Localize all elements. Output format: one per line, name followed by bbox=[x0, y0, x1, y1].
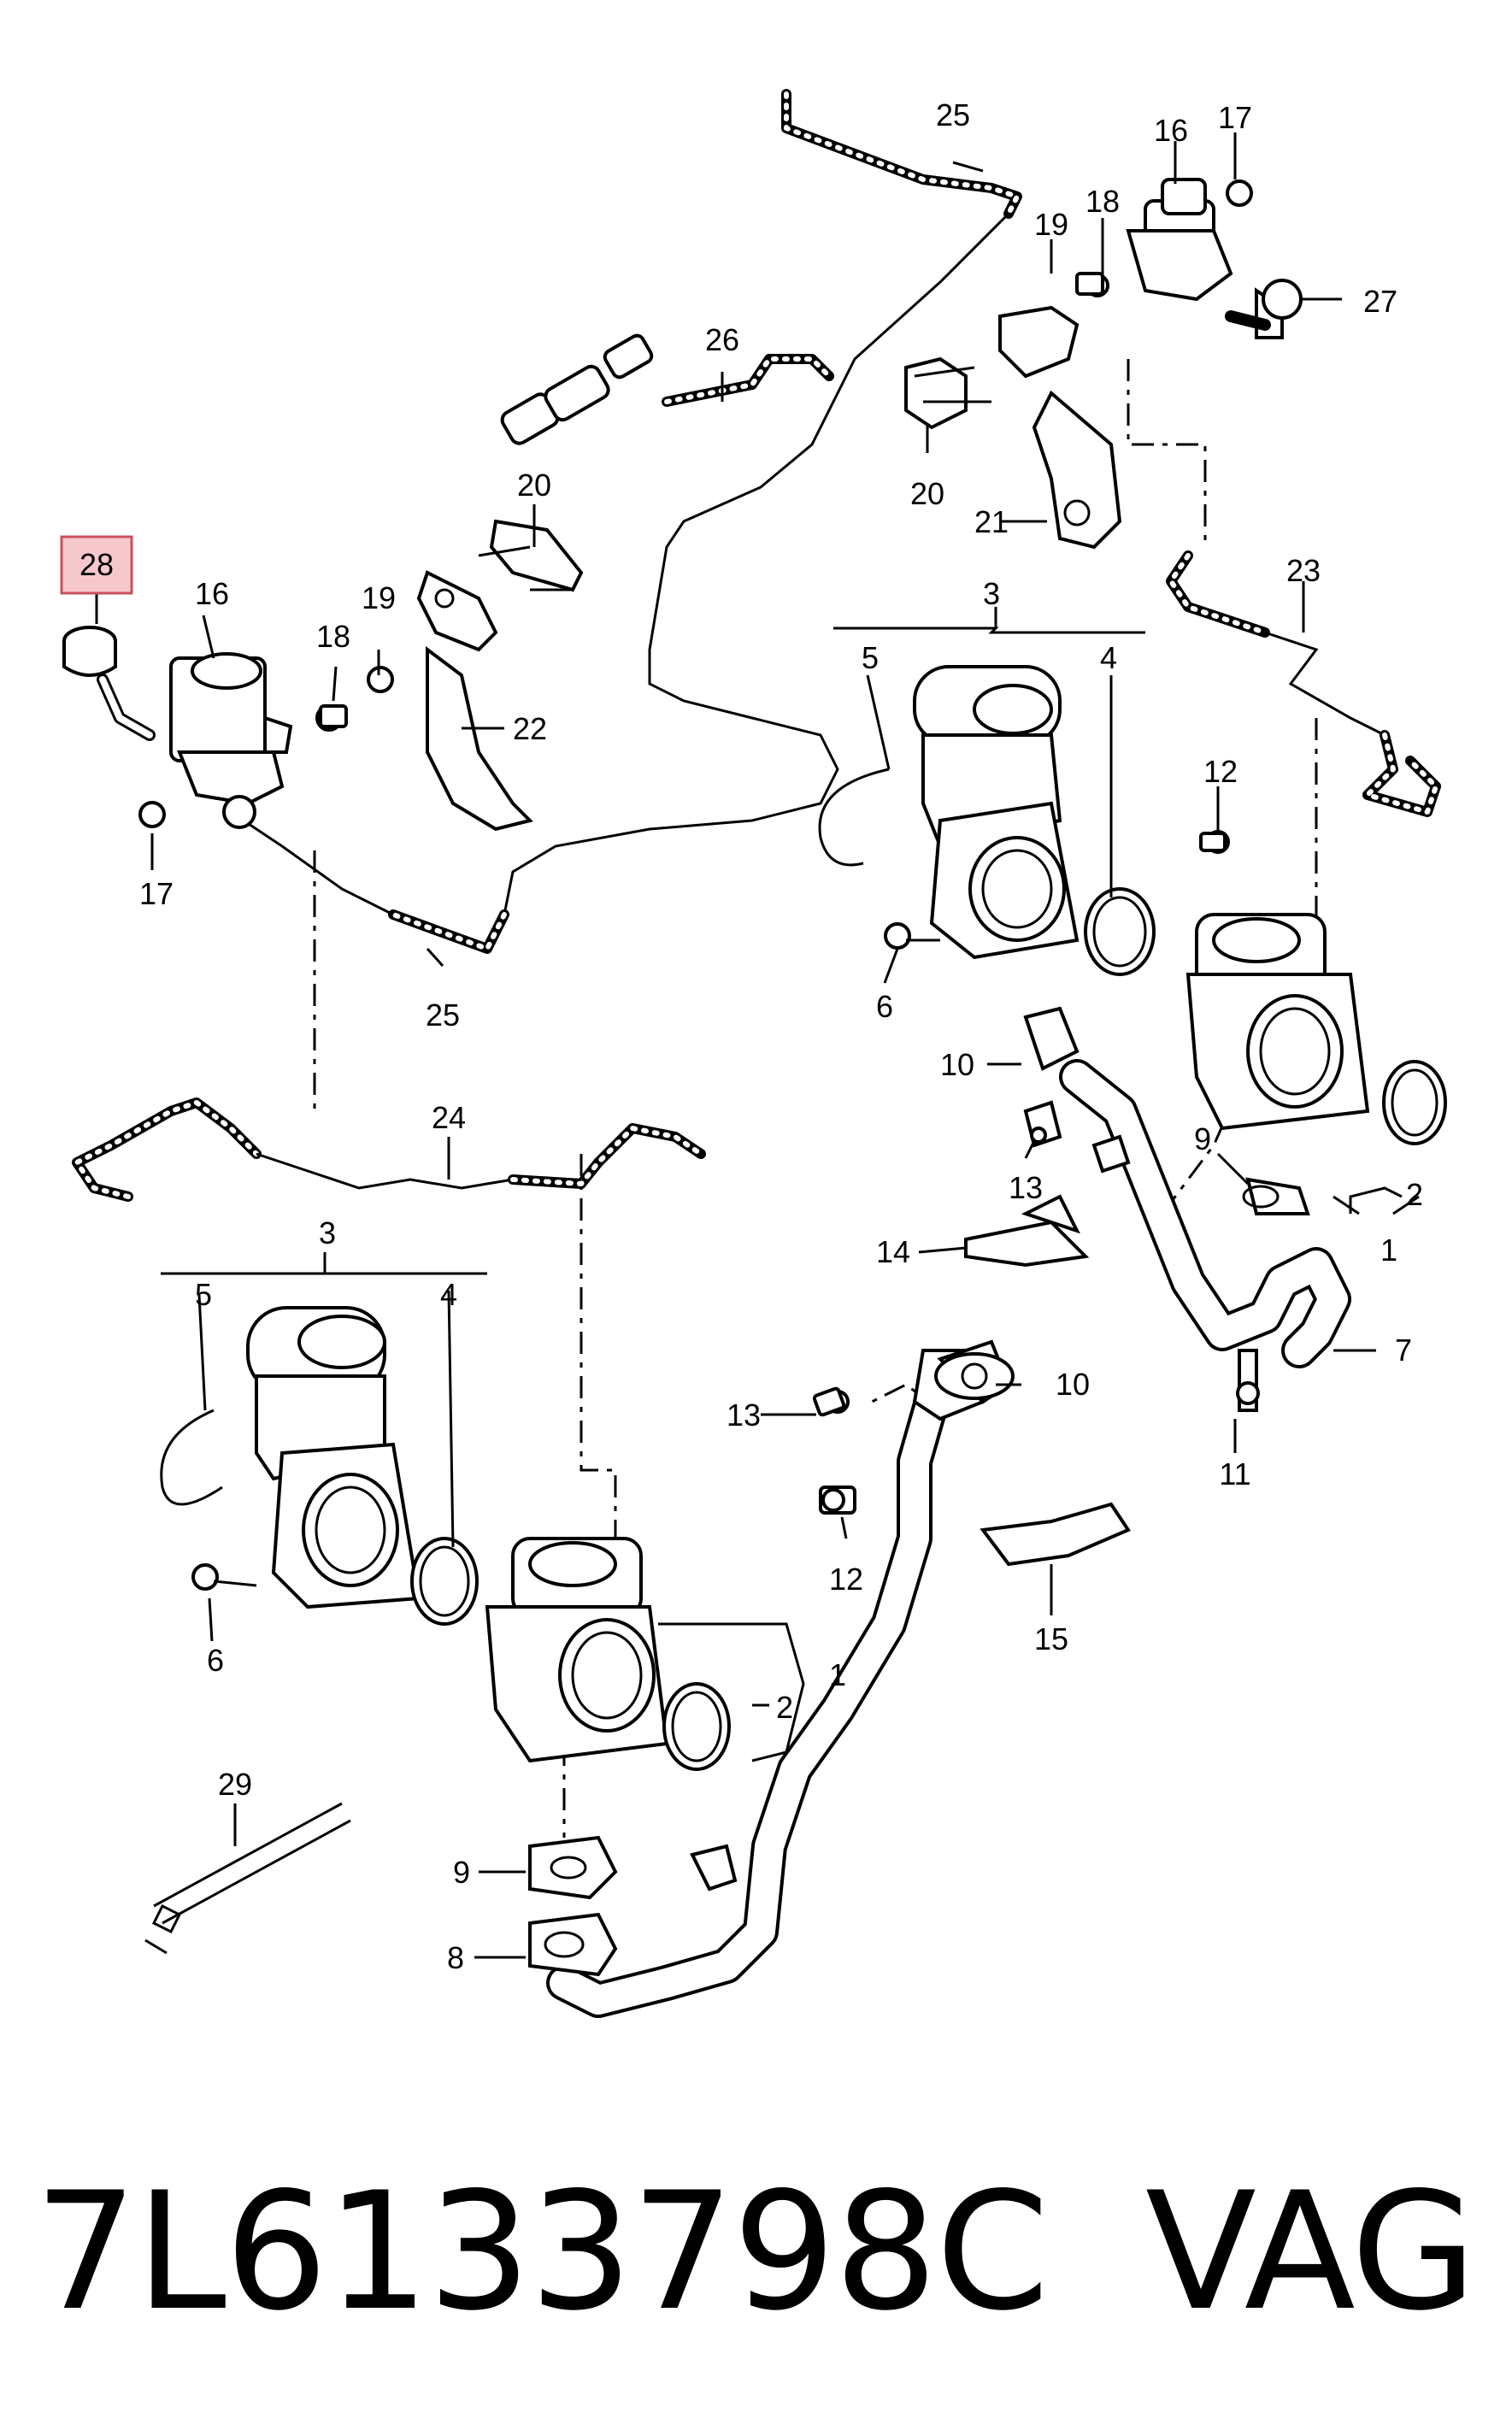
callout-2-upper[interactable]: 2 bbox=[1406, 1177, 1423, 1212]
callout-5-lower[interactable]: 5 bbox=[195, 1277, 212, 1312]
callout-19-left[interactable]: 19 bbox=[362, 580, 396, 615]
callout-22[interactable]: 22 bbox=[513, 711, 547, 746]
egr-cooler-valve-right bbox=[1185, 830, 1447, 1145]
callout-2-lower[interactable]: 2 bbox=[776, 1690, 793, 1725]
callout-6-lower[interactable]: 6 bbox=[207, 1643, 224, 1678]
cable-tie bbox=[144, 1802, 351, 1955]
vacuum-valve-upper bbox=[1075, 178, 1303, 339]
callout-14[interactable]: 14 bbox=[876, 1234, 910, 1269]
callout-25-top[interactable]: 25 bbox=[936, 97, 970, 132]
callout-9-upper[interactable]: 9 bbox=[1194, 1121, 1211, 1156]
callout-21[interactable]: 21 bbox=[974, 504, 1009, 539]
callout-28[interactable]: 28 bbox=[79, 547, 114, 582]
callout-labels: 28 25 16 17 18 19 27 26 20 21 23 16 19 1… bbox=[79, 97, 1423, 1975]
callout-1-lower[interactable]: 1 bbox=[829, 1657, 846, 1692]
callout-18-top[interactable]: 18 bbox=[1085, 184, 1120, 219]
callout-10-upper[interactable]: 10 bbox=[940, 1047, 974, 1082]
brand-name: VAG bbox=[1145, 2157, 1475, 2346]
callout-8[interactable]: 8 bbox=[447, 1940, 464, 1975]
vacuum-hoses bbox=[72, 89, 1441, 1202]
callout-11[interactable]: 11 bbox=[1219, 1456, 1250, 1491]
highlight-box bbox=[60, 535, 133, 595]
callout-16-left[interactable]: 16 bbox=[195, 576, 229, 611]
callout-4-lower[interactable]: 4 bbox=[440, 1277, 457, 1312]
callout-17-left[interactable]: 17 bbox=[139, 876, 174, 911]
egr-cooler-valve-lower bbox=[485, 1537, 731, 1771]
egr-valve-lower bbox=[160, 1306, 479, 1626]
callout-17-top[interactable]: 17 bbox=[1218, 100, 1252, 135]
callout-16-top[interactable]: 16 bbox=[1154, 113, 1188, 148]
callout-10-lower[interactable]: 10 bbox=[1056, 1367, 1090, 1402]
callout-26[interactable]: 26 bbox=[705, 322, 739, 357]
egr-pipe-upper bbox=[964, 1006, 1351, 1412]
callout-19-top[interactable]: 19 bbox=[1034, 207, 1068, 242]
callout-6-upper[interactable]: 6 bbox=[876, 989, 893, 1024]
egr-pipe-lower bbox=[528, 1339, 1131, 2018]
callout-25-bottom[interactable]: 25 bbox=[426, 997, 460, 1033]
callout-15[interactable]: 15 bbox=[1034, 1621, 1068, 1656]
callout-24[interactable]: 24 bbox=[432, 1100, 466, 1135]
callout-13-lower[interactable]: 13 bbox=[727, 1397, 761, 1433]
vacuum-valve-left bbox=[62, 626, 394, 829]
callout-4-upper[interactable]: 4 bbox=[1100, 640, 1117, 675]
egr-valve-upper bbox=[818, 665, 1156, 976]
bracket-upper bbox=[904, 305, 1122, 550]
callout-1-upper[interactable]: 1 bbox=[1380, 1233, 1397, 1268]
callout-7[interactable]: 7 bbox=[1395, 1333, 1412, 1368]
callout-20-top[interactable]: 20 bbox=[910, 476, 944, 511]
callout-3-lower[interactable]: 3 bbox=[319, 1215, 336, 1250]
callout-9-lower[interactable]: 9 bbox=[453, 1855, 470, 1890]
callout-3-upper[interactable]: 3 bbox=[983, 576, 1000, 611]
callout-27[interactable]: 27 bbox=[1363, 284, 1397, 319]
callout-5-upper[interactable]: 5 bbox=[862, 640, 879, 675]
callout-29[interactable]: 29 bbox=[218, 1767, 252, 1802]
bracket-left bbox=[416, 519, 584, 832]
leader-lines bbox=[95, 132, 1420, 1959]
callout-20-left[interactable]: 20 bbox=[517, 468, 551, 503]
part-number: 7L6133798C bbox=[34, 2157, 1048, 2346]
callout-13-upper[interactable]: 13 bbox=[1009, 1170, 1043, 1205]
callout-23[interactable]: 23 bbox=[1286, 553, 1321, 588]
callout-12-upper[interactable]: 12 bbox=[1203, 754, 1238, 789]
callout-12-lower[interactable]: 12 bbox=[829, 1562, 863, 1597]
callout-18-left[interactable]: 18 bbox=[316, 619, 350, 654]
t-connector bbox=[500, 333, 654, 445]
